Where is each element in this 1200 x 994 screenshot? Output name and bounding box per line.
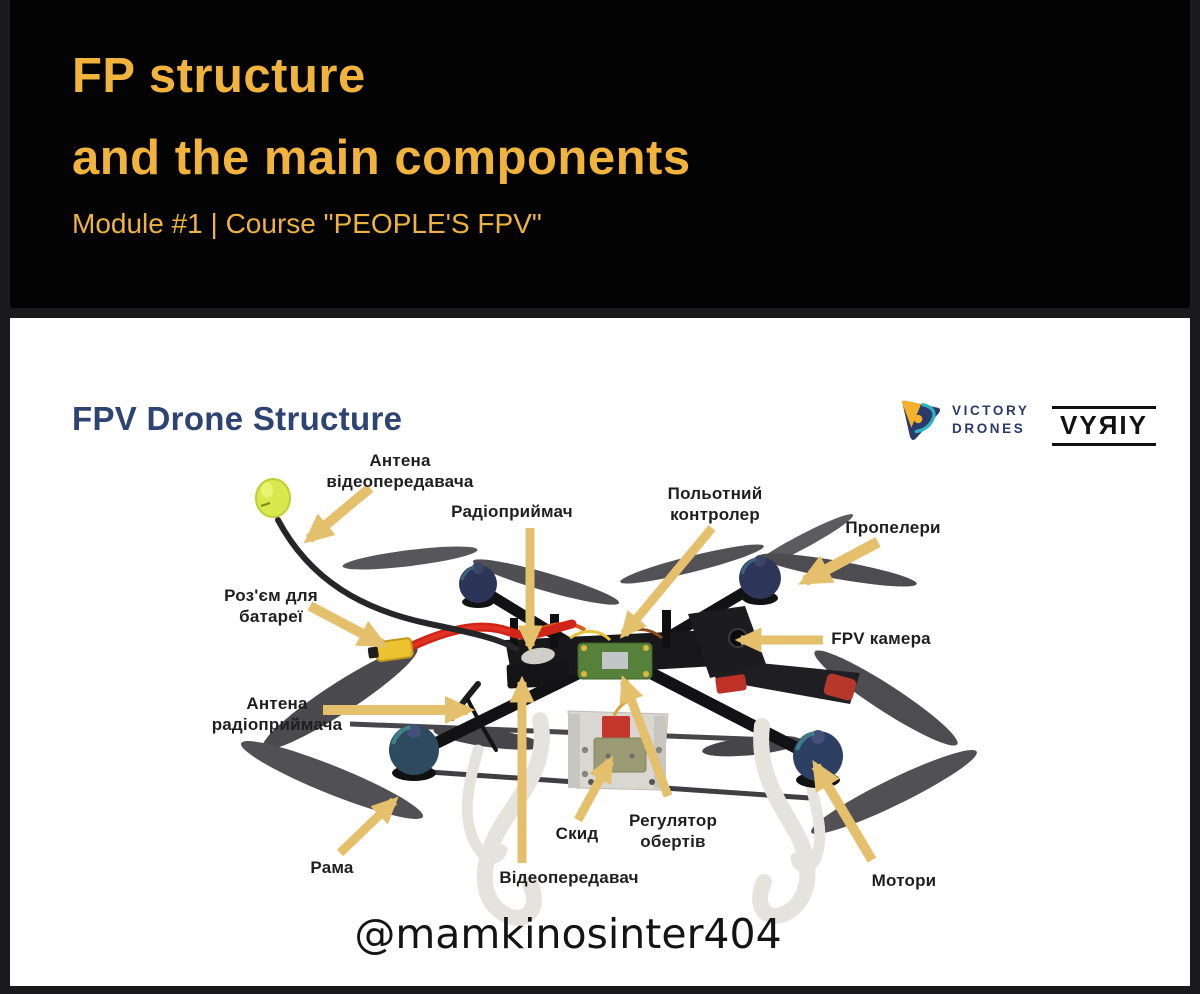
victory-drones-logo: VICTORY DRONES [898,398,1029,442]
motors-part [389,555,843,788]
deck-subtitle: Module #1 | Course "PEOPLE'S FPV" [72,208,542,239]
label-flight-controller: Польотний контролер [667,484,763,524]
label-vtx: Відеопередавач [499,868,639,887]
arrow-motors [811,759,877,863]
victory-logo-line1: VICTORY [952,402,1030,418]
annotation-arrows [303,484,881,863]
label-battery-connector: Роз'єм для батареї [224,586,318,626]
slide-title: FPV Drone Structure [72,400,403,437]
label-rx-antenna: Антена радіоприймача [211,694,343,734]
landing-legs [461,712,826,926]
arrow-flight-controller [619,525,716,639]
arrow-propellers [798,537,881,586]
title-block: FP structure and the main components Mod… [10,0,1190,308]
deck-title-line2: and the main components [72,131,691,185]
victory-logo-line2: DRONES [952,421,1026,436]
arrow-frame [336,796,399,857]
arrow-esc [619,675,673,798]
arrow-drop [574,755,614,823]
arrow-vtx-antenna [303,484,374,544]
deck-title-line1: FP structure [72,49,366,103]
label-frame: Рама [310,858,354,877]
label-radio-receiver: Радіоприймач [451,502,573,521]
label-fpv-camera: FPV камера [831,629,931,648]
victory-drones-icon [901,400,941,441]
watermark: @mamkinosinter404 [354,910,782,958]
label-drop: Скид [555,824,599,843]
arrow-battery-connector [307,601,389,649]
vyriy-logo: VYЯIY [1052,406,1156,446]
label-propellers: Пропелери [845,518,941,537]
label-vtx-antenna: Антена відеопередавача [326,451,474,491]
label-esc: Регулятор обертів [628,811,718,851]
vtx-antenna-part [255,478,519,652]
propeller-top-left [342,546,620,605]
label-motors: Мотори [871,871,937,890]
